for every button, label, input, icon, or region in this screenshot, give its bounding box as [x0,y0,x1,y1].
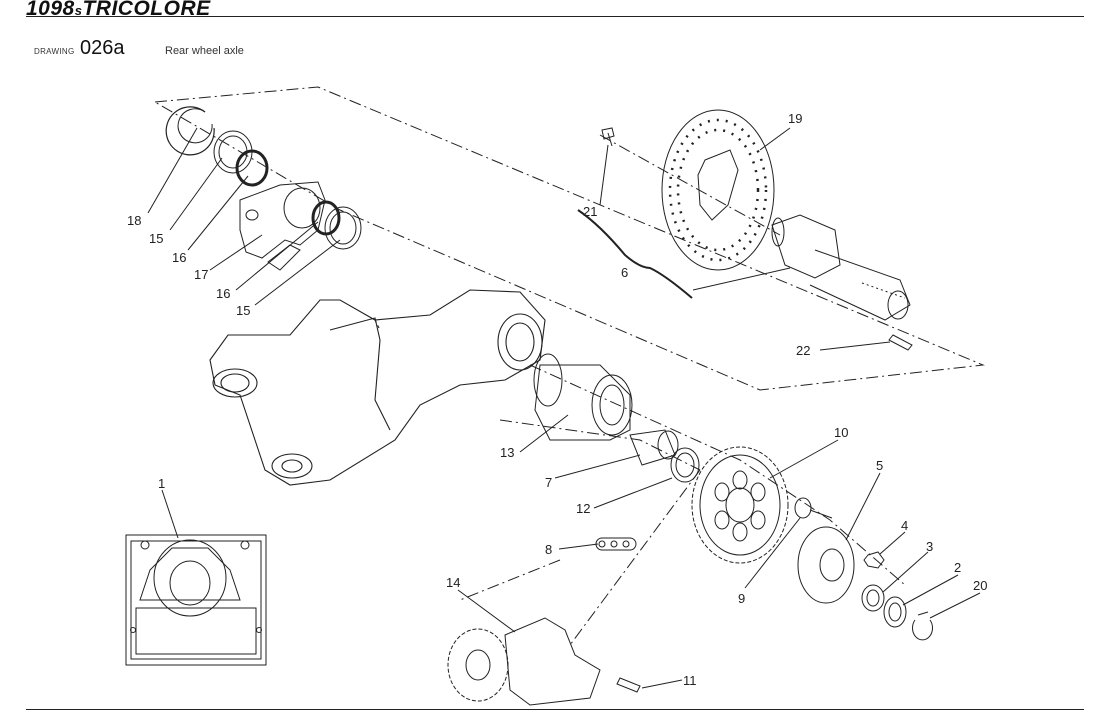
callout-6: 6 [621,265,628,280]
callout-5: 5 [876,458,883,473]
footer-divider [26,709,1084,710]
part-13-eccentric-hub [533,353,633,441]
callout-11: 11 [683,673,697,688]
drawing-label: DRAWING [34,47,75,56]
callout-15-top: 15 [149,231,163,246]
part-16-oring-lower [311,200,341,236]
callout-14: 14 [446,575,460,590]
drawing-title: Rear wheel axle [165,45,244,57]
part-10-sprocket [691,446,789,564]
part-3-washer [861,584,885,612]
part-8-chain-link [595,537,637,551]
callout-22: 22 [796,343,810,358]
part-16-oring [235,149,269,187]
part-9-stud [794,497,833,519]
part-21-bolt [601,127,615,147]
part-19-brake-disc [661,109,775,271]
callout-12: 12 [576,501,590,516]
callout-10: 10 [834,425,848,440]
callout-1: 1 [158,476,165,491]
callout-16-top: 16 [172,250,186,265]
rear-axle-shaft [771,214,911,321]
callout-2: 2 [954,560,961,575]
callout-18: 18 [127,213,141,228]
part-1-inset-sprocket-cover [125,534,267,666]
part-12-seal [670,447,700,483]
part-6-brace [577,209,693,299]
brand-model: 1098 [26,0,75,20]
callout-19: 19 [788,111,802,126]
callout-9: 9 [738,591,745,606]
callout-8: 8 [545,542,552,557]
callout-labels: 18 15 16 17 16 15 1 13 7 12 8 9 10 5 4 3… [127,111,987,688]
callout-4: 4 [901,518,908,533]
callout-17: 17 [194,267,208,282]
part-7-spacer [629,429,679,466]
part-20-clip [912,611,933,641]
part-22-screw [888,334,913,351]
callout-7: 7 [545,475,552,490]
callout-3: 3 [926,539,933,554]
part-5-sprocket-carrier [797,526,855,604]
leader-lines [147,127,981,689]
callout-13: 13 [500,445,514,460]
callout-15-lower: 15 [236,303,250,318]
callout-20: 20 [973,578,987,593]
swingarm [209,289,546,486]
part-2-axle-nut [883,596,907,628]
part-14-chain-guard [447,617,601,706]
drawing-number: 026a [80,37,125,59]
part-4-nut [863,551,885,569]
callout-21: 21 [583,204,597,219]
part-18-circlip [165,106,215,156]
header-divider [26,16,1084,17]
part-11-screw [616,677,641,693]
callout-16-lower: 16 [216,286,230,301]
brand-logo: 1098sTRICOLORE [26,0,211,21]
part-17-caliper-bracket [239,181,326,271]
brand-suffix: s [74,3,83,18]
alignment-lines [154,86,985,646]
part-15-washer-lower [324,206,362,250]
brand-name: TRICOLORE [82,0,211,20]
